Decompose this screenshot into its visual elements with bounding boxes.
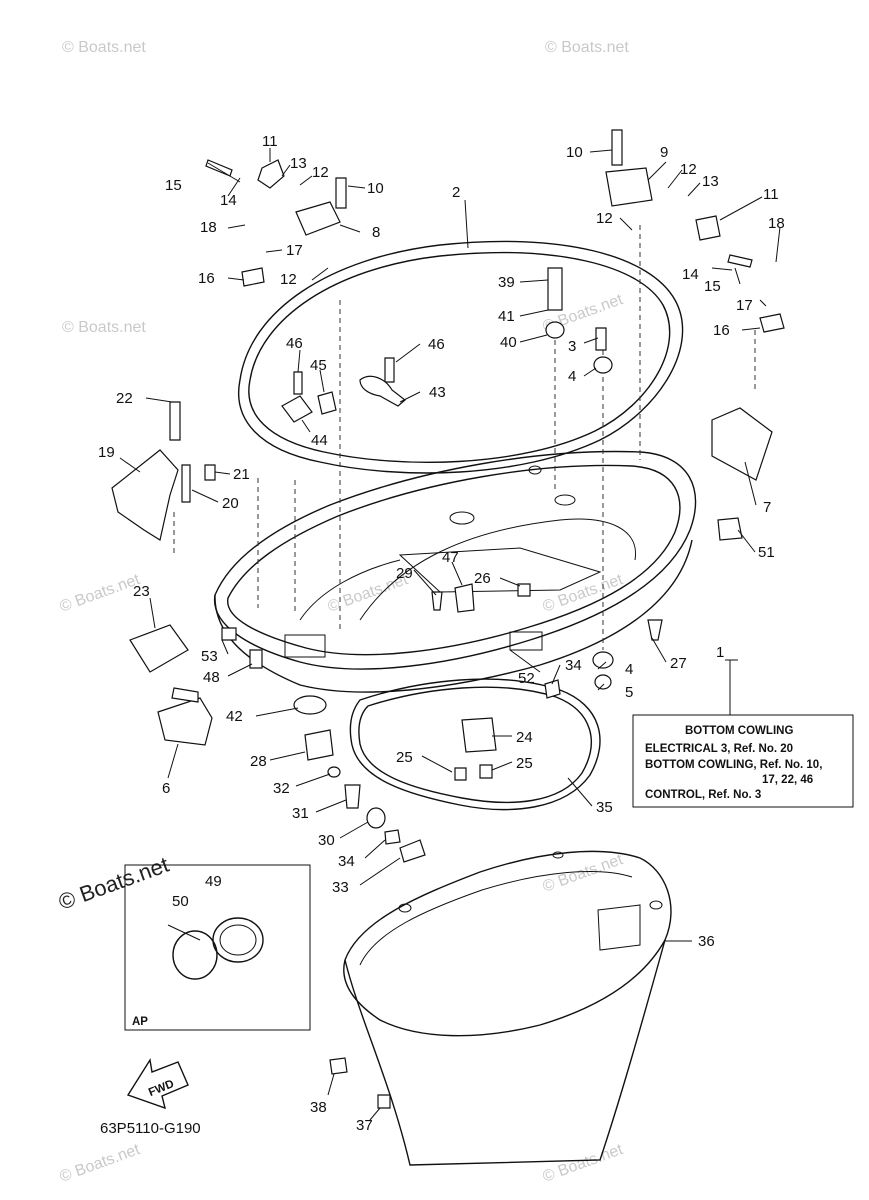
part-label: 24: [516, 729, 533, 746]
fwd-arrow: FWD: [126, 1058, 189, 1110]
watermark: © Boats.net: [545, 39, 629, 56]
watermark: © Boats.net: [58, 571, 143, 616]
reference-box: BOTTOM COWLING ELECTRICAL 3, Ref. No. 20…: [632, 659, 854, 808]
part-label: 48: [203, 669, 220, 686]
part-label: 49: [205, 873, 222, 890]
part-label: 19: [98, 444, 115, 461]
part-label: 17: [736, 297, 753, 314]
watermark: © Boats.net: [541, 851, 626, 896]
part-label: 6: [162, 780, 170, 797]
part-label: 29: [396, 565, 413, 582]
part-label: 32: [273, 780, 290, 797]
leader-lines: [119, 148, 781, 1121]
part-label: 43: [429, 384, 446, 401]
part-label: 20: [222, 495, 239, 512]
part-label: 7: [763, 499, 771, 516]
part-label: 45: [310, 357, 327, 374]
part-label: 23: [133, 583, 150, 600]
part-label: 46: [428, 336, 445, 353]
part-label: 53: [201, 648, 218, 665]
part-label: 14: [682, 266, 699, 283]
part-label: 10: [566, 144, 583, 161]
part-label: 40: [500, 334, 517, 351]
part-label: 33: [332, 879, 349, 896]
part-label: 21: [233, 466, 250, 483]
part-label: 12: [280, 271, 297, 288]
part-label: 18: [200, 219, 217, 236]
part-label: 30: [318, 832, 335, 849]
part-label: 16: [713, 322, 730, 339]
part-label: 51: [758, 544, 775, 561]
inset-tag: AP: [132, 1016, 148, 1028]
part-label: 38: [310, 1099, 327, 1116]
part-label: 14: [220, 192, 237, 209]
part-label: 11: [763, 186, 779, 203]
part-label: 13: [702, 173, 719, 190]
part-label: 18: [768, 215, 785, 232]
part-label: 42: [226, 708, 243, 725]
lower-cowling: [343, 850, 672, 1166]
part-label: 15: [704, 278, 721, 295]
part-label: 35: [596, 799, 613, 816]
part-label: 34: [338, 853, 355, 870]
part-label: 46: [286, 335, 303, 352]
part-label: 27: [670, 655, 687, 672]
watermark: © Boats.net: [62, 39, 146, 56]
part-label: 12: [596, 210, 613, 227]
reference-line: 17, 22, 46: [762, 774, 813, 786]
part-label: 52: [518, 670, 535, 687]
part-label: 12: [312, 164, 329, 181]
part-label: 15: [165, 177, 182, 194]
part-label: 4: [568, 368, 576, 385]
part-label: 31: [292, 805, 309, 822]
boats-net-brand-watermark: © Boats.net: [55, 852, 172, 915]
part-label: 13: [290, 155, 307, 172]
part-label: 11: [262, 133, 278, 150]
part-label: 9: [660, 144, 668, 161]
part-label: 2: [452, 184, 460, 201]
part-label: 22: [116, 390, 133, 407]
part-label: 39: [498, 274, 515, 291]
part-label: 17: [286, 242, 303, 259]
part-label: 12: [680, 161, 697, 178]
part-label: 28: [250, 753, 267, 770]
part-label: 16: [198, 270, 215, 287]
part-label: 50: [172, 893, 189, 910]
watermark: © Boats.net: [58, 1141, 143, 1186]
part-label: 8: [372, 224, 380, 241]
top-gasket: [238, 240, 684, 474]
part-label: 1: [716, 644, 724, 661]
watermark: © Boats.net: [541, 1141, 626, 1186]
part-label: 5: [625, 684, 633, 701]
watermark: © Boats.net: [62, 319, 146, 336]
part-label: 34: [565, 657, 582, 674]
reference-line: CONTROL, Ref. No. 3: [645, 789, 761, 801]
part-label: 36: [698, 933, 715, 950]
inset-ap-box: 49 50 AP: [124, 864, 311, 1031]
drawing-code: 63P5110-G190: [100, 1120, 201, 1137]
part-label: 44: [311, 432, 328, 449]
part-label: 47: [442, 549, 459, 566]
part-labels: 1 2 3 4 4 5 6 7 8 9 10 10 11 11 12 12 12…: [98, 133, 785, 1134]
reference-line: BOTTOM COWLING, Ref. No. 10,: [645, 759, 822, 771]
small-parts: [111, 129, 785, 1109]
reference-line: ELECTRICAL 3, Ref. No. 20: [645, 743, 793, 755]
part-label: 41: [498, 308, 515, 325]
part-label: 3: [568, 338, 576, 355]
reference-title: BOTTOM COWLING: [685, 725, 793, 737]
bottom-cowling-body: [213, 450, 697, 693]
part-label: 26: [474, 570, 491, 587]
part-label: 10: [367, 180, 384, 197]
part-label: 4: [625, 661, 633, 678]
lower-seal: [349, 678, 601, 811]
part-label: 25: [396, 749, 413, 766]
part-label: 25: [516, 755, 533, 772]
assembly-guides: [173, 225, 756, 650]
watermark-layer: © Boats.net © Boats.net © Boats.net © Bo…: [55, 39, 629, 1186]
part-label: 37: [356, 1117, 373, 1134]
